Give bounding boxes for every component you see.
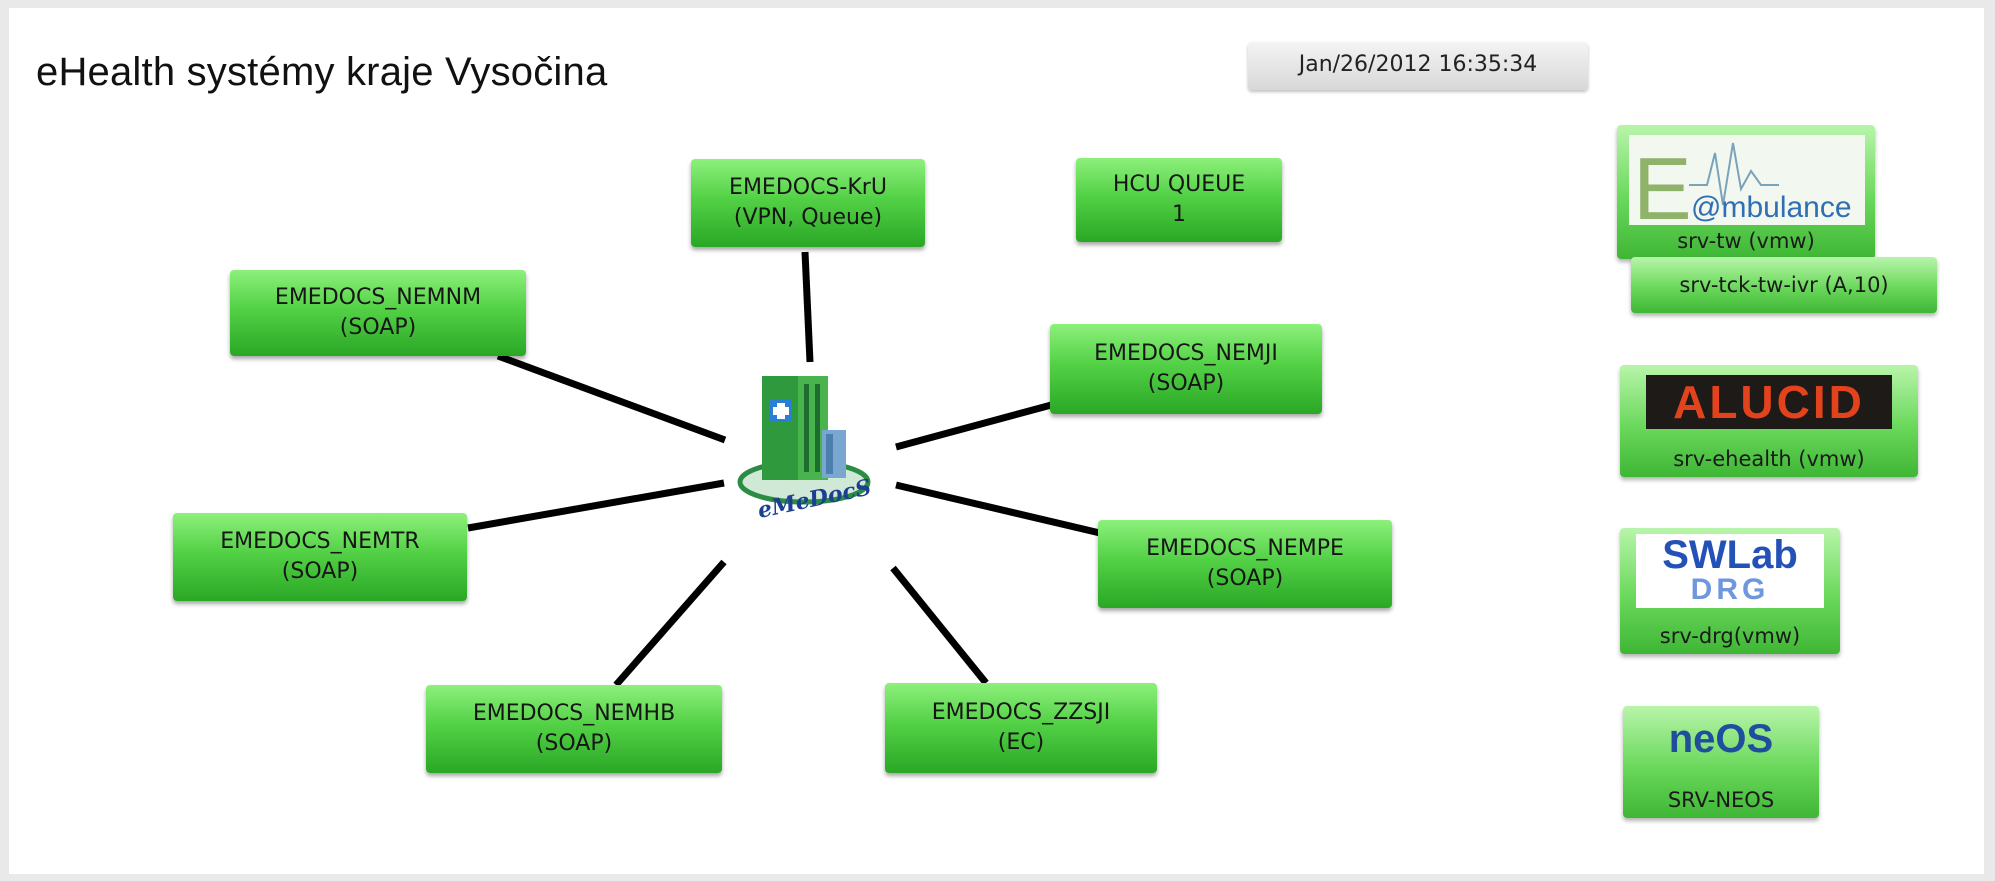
ambulance-logo-text: @mbulance bbox=[1691, 191, 1852, 224]
timestamp-badge: Jan/26/2012 16:35:34 bbox=[1248, 42, 1588, 90]
link-nemhb bbox=[613, 559, 727, 688]
server-caption: srv-drg(vmw) bbox=[1659, 624, 1801, 648]
server-caption: srv-tw (vmw) bbox=[1677, 229, 1815, 253]
node-label: EMEDOCS_NEMJI bbox=[1094, 341, 1278, 366]
node-sublabel: (VPN, Queue) bbox=[733, 205, 883, 230]
link-nemji bbox=[895, 400, 1056, 451]
link-kru bbox=[801, 251, 814, 363]
node-emedocs-nemnm[interactable]: EMEDOCS_NEMNM (SOAP) bbox=[230, 270, 526, 356]
server-card-neos[interactable]: neOS SRV-NEOS bbox=[1623, 706, 1819, 818]
node-sublabel: (SOAP) bbox=[1147, 371, 1225, 396]
link-nemtr bbox=[467, 479, 725, 532]
node-emedocs-nemji[interactable]: EMEDOCS_NEMJI (SOAP) bbox=[1050, 324, 1322, 414]
swlab-logo-icon: SWLab DRG bbox=[1636, 534, 1824, 608]
server-card-swlab[interactable]: SWLab DRG srv-drg(vmw) bbox=[1620, 528, 1840, 654]
server-caption: srv-ehealth (vmw) bbox=[1673, 447, 1865, 471]
node-emedocs-zzsji[interactable]: EMEDOCS_ZZSJI (EC) bbox=[885, 683, 1157, 773]
node-sublabel: (SOAP) bbox=[281, 559, 359, 584]
server-card-ambulance[interactable]: E @mbulance srv-tw (vmw) bbox=[1617, 125, 1875, 259]
swlab-logo-line1: SWLab bbox=[1662, 533, 1798, 577]
emedocs-hub-icon[interactable]: eMeDocS bbox=[734, 370, 884, 540]
link-nempe bbox=[895, 481, 1101, 537]
node-label: HCU QUEUE bbox=[1112, 172, 1246, 197]
ambulance-logo-e: E bbox=[1633, 139, 1692, 225]
server-caption: SRV-NEOS bbox=[1667, 788, 1775, 812]
node-sublabel: (SOAP) bbox=[339, 315, 417, 340]
node-emedocs-kru[interactable]: EMEDOCS-KrU (VPN, Queue) bbox=[691, 159, 925, 247]
node-hcu-queue[interactable]: HCU QUEUE 1 bbox=[1076, 158, 1282, 242]
server-caption: srv-tck-tw-ivr (A,10) bbox=[1679, 273, 1889, 297]
node-label: EMEDOCS_NEMHB bbox=[472, 701, 676, 726]
ambulance-logo-icon: E @mbulance bbox=[1629, 135, 1865, 225]
node-label: EMEDOCS-KrU bbox=[729, 175, 887, 200]
node-sublabel: (EC) bbox=[997, 730, 1045, 755]
node-emedocs-nempe[interactable]: EMEDOCS_NEMPE (SOAP) bbox=[1098, 520, 1392, 608]
link-zzsji bbox=[890, 565, 989, 686]
node-emedocs-nemtr[interactable]: EMEDOCS_NEMTR (SOAP) bbox=[173, 513, 467, 601]
node-label: EMEDOCS_NEMPE bbox=[1146, 536, 1344, 561]
neos-logo-icon: neOS bbox=[1637, 714, 1805, 764]
page-title: eHealth systémy kraje Vysočina bbox=[36, 50, 608, 94]
server-card-ivr[interactable]: srv-tck-tw-ivr (A,10) bbox=[1631, 257, 1937, 313]
node-label: EMEDOCS_NEMTR bbox=[220, 529, 420, 554]
swlab-logo-line2: DRG bbox=[1690, 573, 1770, 606]
link-nemnm bbox=[496, 352, 727, 444]
node-sublabel: 1 bbox=[1172, 202, 1186, 227]
node-emedocs-nemhb[interactable]: EMEDOCS_NEMHB (SOAP) bbox=[426, 685, 722, 773]
neos-logo-text: neOS bbox=[1668, 717, 1774, 761]
server-card-alucid[interactable]: ALUCID srv-ehealth (vmw) bbox=[1620, 365, 1918, 477]
node-sublabel: (SOAP) bbox=[535, 731, 613, 756]
node-label: EMEDOCS_ZZSJI bbox=[931, 700, 1111, 725]
node-sublabel: (SOAP) bbox=[1206, 566, 1284, 591]
alucid-logo-icon: ALUCID bbox=[1646, 375, 1892, 429]
node-label: EMEDOCS_NEMNM bbox=[274, 285, 482, 310]
alucid-logo-text: ALUCID bbox=[1673, 376, 1865, 428]
